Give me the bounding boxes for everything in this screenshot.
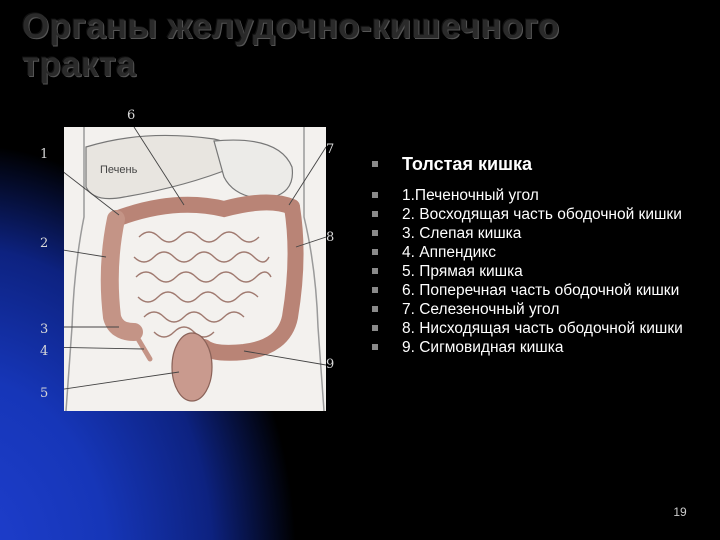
square-bullet-icon (372, 344, 378, 350)
appendix-shape (131, 329, 153, 362)
figure-number-5: 5 (40, 386, 49, 401)
slide-title: Органы желудочно-кишечного тракта (22, 8, 560, 84)
figure-number-2: 2 (40, 236, 49, 251)
list-item-text: 8. Нисходящая часть ободочной кишки (402, 320, 683, 337)
slide-title-line-2: тракта (22, 45, 136, 84)
anatomy-illustration: Печень (43, 126, 327, 412)
list-item: 2. Восходящая часть ободочной кишки (366, 205, 711, 224)
list-item: 3. Слепая кишка (366, 224, 711, 243)
slide-title-line-1: Органы желудочно-кишечного (22, 7, 560, 46)
list-item-text: 3. Слепая кишка (402, 225, 522, 242)
list-item: 9. Сигмовидная кишка (366, 338, 711, 357)
figure-number-9: 9 (326, 357, 335, 372)
descending-colon-shape (196, 199, 304, 361)
list-item: 4. Аппендикс (366, 243, 711, 262)
colon-parts-list: Толстая кишка 1.Печеночный угол 2. Восхо… (366, 153, 711, 357)
list-item-text: 7. Селезеночный угол (402, 301, 560, 318)
figure-number-6: 6 (127, 108, 136, 123)
torso-outline (65, 127, 325, 412)
list-heading: Толстая кишка (366, 153, 711, 175)
colon-drawing: Печень (43, 126, 327, 412)
list-item-text: 5. Прямая кишка (402, 263, 523, 280)
square-bullet-icon (372, 306, 378, 312)
list-heading-text: Толстая кишка (402, 154, 533, 174)
list-item-text: 9. Сигмовидная кишка (402, 339, 564, 356)
figure-number-3: 3 (40, 322, 49, 337)
square-bullet-icon (372, 192, 378, 198)
list-item: 1.Печеночный угол (366, 186, 711, 205)
list-item: 8. Нисходящая часть ободочной кишки (366, 319, 711, 338)
figure-number-8: 8 (326, 230, 335, 245)
page-number: 19 (673, 505, 687, 519)
rectum-shape (171, 332, 213, 402)
square-bullet-icon (372, 268, 378, 274)
list-item: 6. Поперечная часть ободочной кишки (366, 281, 711, 300)
ascending-colon-shape (100, 210, 143, 341)
list-item-text: 2. Восходящая часть ободочной кишки (402, 206, 682, 223)
square-bullet-icon (372, 325, 378, 331)
square-bullet-icon (372, 211, 378, 217)
stomach-shape (213, 139, 294, 200)
liver-label: Печень (100, 164, 138, 176)
list-item-text: 6. Поперечная часть ободочной кишки (402, 282, 680, 299)
list-item: 7. Селезеночный угол (366, 300, 711, 319)
square-bullet-icon (372, 249, 378, 255)
transverse-colon-shape (108, 194, 300, 227)
list-item-text: 4. Аппендикс (402, 244, 496, 261)
list-item: 5. Прямая кишка (366, 262, 711, 281)
square-bullet-icon (372, 161, 378, 167)
figure-number-4: 4 (40, 344, 49, 359)
figure-number-1: 1 (40, 147, 49, 162)
small-intestine-shape (133, 231, 272, 338)
figure-number-7: 7 (326, 142, 335, 157)
list-item-text: 1.Печеночный угол (402, 187, 539, 204)
square-bullet-icon (372, 230, 378, 236)
square-bullet-icon (372, 287, 378, 293)
